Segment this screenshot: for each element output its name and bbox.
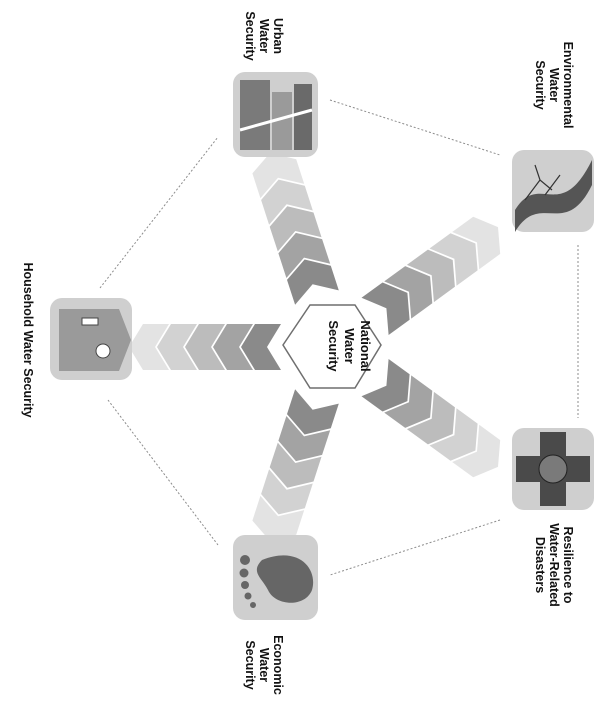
economic-label-line-1: Economic: [271, 635, 285, 695]
chevron-urban-2: [278, 232, 331, 278]
skyline-building: [272, 92, 292, 150]
chevron-urban-3: [269, 206, 322, 252]
environmental-label-line-2: Water: [547, 68, 561, 102]
chevron-resilience-1: [361, 359, 410, 412]
environmental-label-line-1: Environmental: [561, 42, 575, 129]
chevron-economic-4: [261, 469, 313, 515]
center-label-line-3: Security: [326, 320, 341, 372]
household-label: Household Water Security: [21, 262, 35, 417]
connector-household-urban: [99, 136, 219, 289]
urban-label-line-2: Water: [257, 19, 271, 53]
toe: [244, 592, 252, 600]
chevron-economic-5: [252, 495, 305, 541]
chevron-economic-3: [269, 442, 322, 488]
tap-drop: [95, 343, 111, 359]
chevron-household-4: [157, 324, 197, 370]
node-household: Household Water Security: [21, 262, 132, 418]
chevron-environmental-5: [452, 216, 501, 270]
skyline-building: [294, 84, 312, 150]
environmental-label-line-3: Security: [533, 60, 547, 109]
chevron-environmental-3: [406, 249, 455, 303]
resilience-label-line-3: Disasters: [533, 537, 547, 593]
connector-urban-environmental: [329, 99, 501, 156]
connector-resilience-economic: [329, 519, 501, 576]
chevron-arms: [129, 153, 501, 541]
chevron-resilience-2: [384, 375, 433, 428]
urban-label-line-1: Urban: [271, 18, 285, 54]
river-band: [515, 160, 592, 232]
resilience-label-line-2: Water-Related: [547, 523, 561, 607]
tree-branches: [524, 164, 561, 201]
chevron-household-5: [129, 324, 169, 370]
chevron-resilience-4: [429, 408, 478, 461]
toe: [250, 602, 256, 608]
connector-lines: [99, 99, 579, 576]
center-label: National Water Security: [326, 320, 373, 372]
chevron-environmental-1: [361, 282, 410, 335]
connector-economic-household: [107, 399, 219, 546]
resilience-label-line-1: Resilience to: [561, 526, 575, 603]
tap-body: [81, 317, 99, 326]
chevron-household-2: [213, 324, 253, 370]
chevron-environmental-4: [429, 233, 478, 286]
node-resilience: Resilience to Water-Related Disasters: [512, 428, 594, 607]
foot-sole: [256, 555, 314, 603]
urban-label-line-3: Security: [243, 11, 257, 60]
toe: [239, 568, 249, 578]
node-environmental: Environmental Water Security: [512, 42, 594, 232]
node-urban: Urban Water Security: [233, 11, 318, 157]
center-label-line-1: National: [358, 320, 373, 371]
node-economic: Economic Water Security: [233, 535, 318, 695]
house-shape: [59, 309, 131, 371]
chevron-urban-5: [252, 153, 305, 199]
economic-label-line-2: Water: [257, 648, 271, 682]
chevron-environmental-2: [384, 266, 433, 319]
chevron-economic-2: [278, 416, 331, 462]
chevron-household-3: [185, 324, 225, 370]
chevron-urban-4: [261, 179, 313, 225]
chevron-economic-1: [287, 389, 339, 435]
hands-center: [538, 454, 568, 484]
skyline-building: [240, 80, 270, 150]
chevron-resilience-5: [452, 424, 501, 478]
chevron-household-1: [241, 324, 281, 370]
chevron-urban-1: [287, 259, 339, 305]
center-hexagon: [282, 304, 382, 389]
chevron-resilience-3: [406, 391, 455, 445]
toe: [240, 555, 250, 565]
skyline-road: [239, 108, 313, 132]
economic-label-line-3: Security: [243, 640, 257, 689]
toe: [241, 581, 249, 589]
center-label-line-2: Water: [342, 328, 357, 364]
